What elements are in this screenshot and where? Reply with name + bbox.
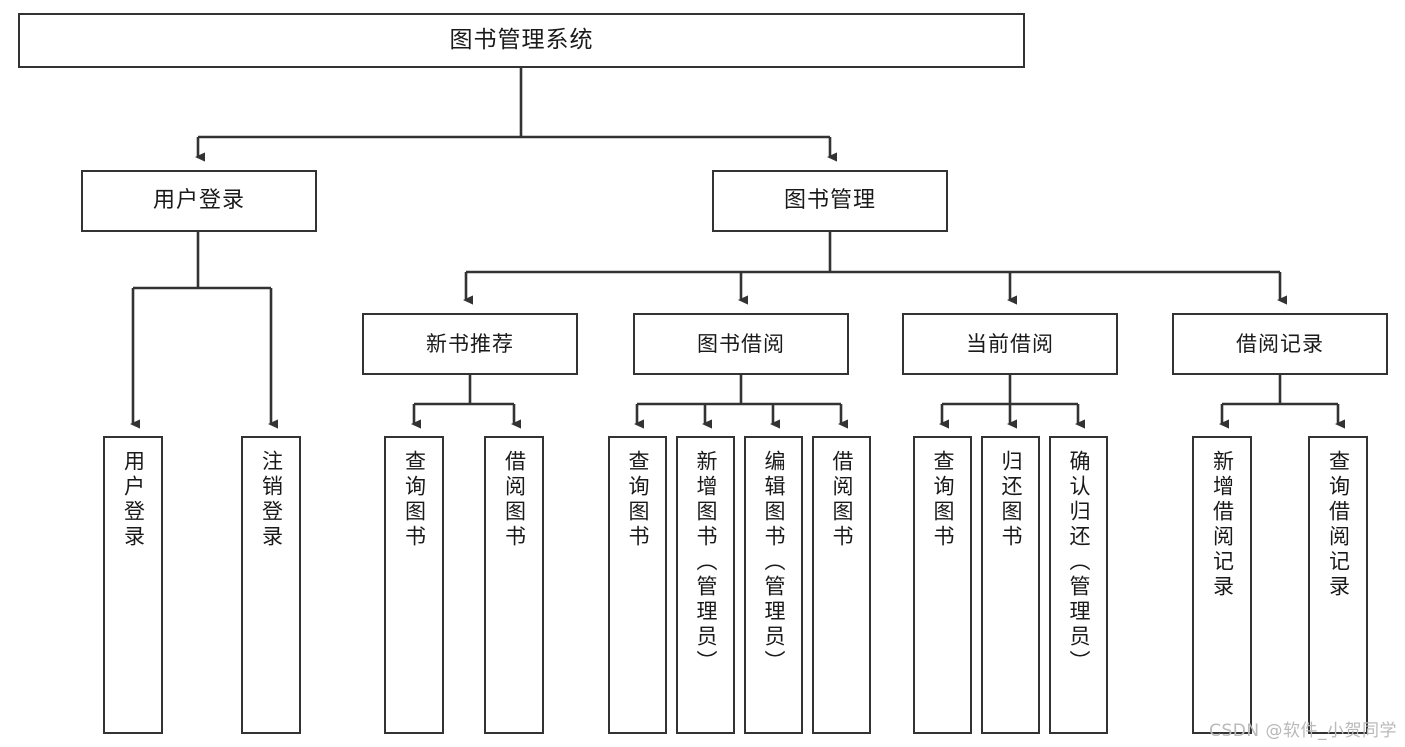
leaf-user-login-logout[interactable]: 注销登录 xyxy=(241,436,301,734)
node-root-label: 图书管理系统 xyxy=(449,27,594,54)
leaf-user-login-logout-label: 注销登录 xyxy=(259,450,284,550)
leaf-user-login-login-label: 用户登录 xyxy=(121,450,146,550)
node-root[interactable]: 图书管理系统 xyxy=(18,13,1025,68)
leaf-borrow-record-query[interactable]: 查询借阅记录 xyxy=(1308,436,1368,734)
leaf-current-borrow-return[interactable]: 归还图书 xyxy=(981,436,1040,734)
leaf-borrow-record-add-label: 新增借阅记录 xyxy=(1210,450,1235,600)
leaf-borrow-record-add[interactable]: 新增借阅记录 xyxy=(1192,436,1252,734)
leaf-current-borrow-query-label: 查询图书 xyxy=(931,450,956,550)
leaf-book-borrow-add-label: 新增图书（管理员） xyxy=(694,450,719,675)
node-book-borrow[interactable]: 图书借阅 xyxy=(633,313,849,375)
leaf-user-login-login[interactable]: 用户登录 xyxy=(103,436,163,734)
leaf-new-book-borrow-label: 借阅图书 xyxy=(502,450,527,550)
node-new-book-recommend-label: 新书推荐 xyxy=(426,331,514,356)
leaf-new-book-query-label: 查询图书 xyxy=(402,450,427,550)
node-user-login[interactable]: 用户登录 xyxy=(81,170,317,232)
node-borrow-record[interactable]: 借阅记录 xyxy=(1172,313,1388,375)
node-current-borrow-label: 当前借阅 xyxy=(966,331,1054,356)
leaf-book-borrow-edit-label: 编辑图书（管理员） xyxy=(762,450,787,675)
leaf-book-borrow-add[interactable]: 新增图书（管理员） xyxy=(676,436,735,734)
node-current-borrow[interactable]: 当前借阅 xyxy=(902,313,1118,375)
leaf-current-borrow-query[interactable]: 查询图书 xyxy=(913,436,972,734)
leaf-current-borrow-confirm-return-label: 确认归还（管理员） xyxy=(1067,450,1092,675)
node-book-management-label: 图书管理 xyxy=(783,188,876,214)
leaf-borrow-record-query-label: 查询借阅记录 xyxy=(1326,450,1351,600)
node-user-login-label: 用户登录 xyxy=(152,188,245,214)
leaf-book-borrow-borrow-label: 借阅图书 xyxy=(830,450,855,550)
node-book-borrow-label: 图书借阅 xyxy=(697,331,785,356)
leaf-book-borrow-edit[interactable]: 编辑图书（管理员） xyxy=(744,436,803,734)
leaf-new-book-query[interactable]: 查询图书 xyxy=(384,436,444,734)
node-borrow-record-label: 借阅记录 xyxy=(1236,331,1324,356)
leaf-current-borrow-return-label: 归还图书 xyxy=(999,450,1024,550)
leaf-book-borrow-query-label: 查询图书 xyxy=(626,450,651,550)
csdn-watermark: CSDN @软件_小贺同学 xyxy=(1209,721,1397,741)
leaf-new-book-borrow[interactable]: 借阅图书 xyxy=(484,436,544,734)
leaf-current-borrow-confirm-return[interactable]: 确认归还（管理员） xyxy=(1049,436,1108,734)
node-new-book-recommend[interactable]: 新书推荐 xyxy=(362,313,578,375)
leaf-book-borrow-borrow[interactable]: 借阅图书 xyxy=(812,436,871,734)
leaf-book-borrow-query[interactable]: 查询图书 xyxy=(608,436,667,734)
node-book-management[interactable]: 图书管理 xyxy=(712,170,948,232)
